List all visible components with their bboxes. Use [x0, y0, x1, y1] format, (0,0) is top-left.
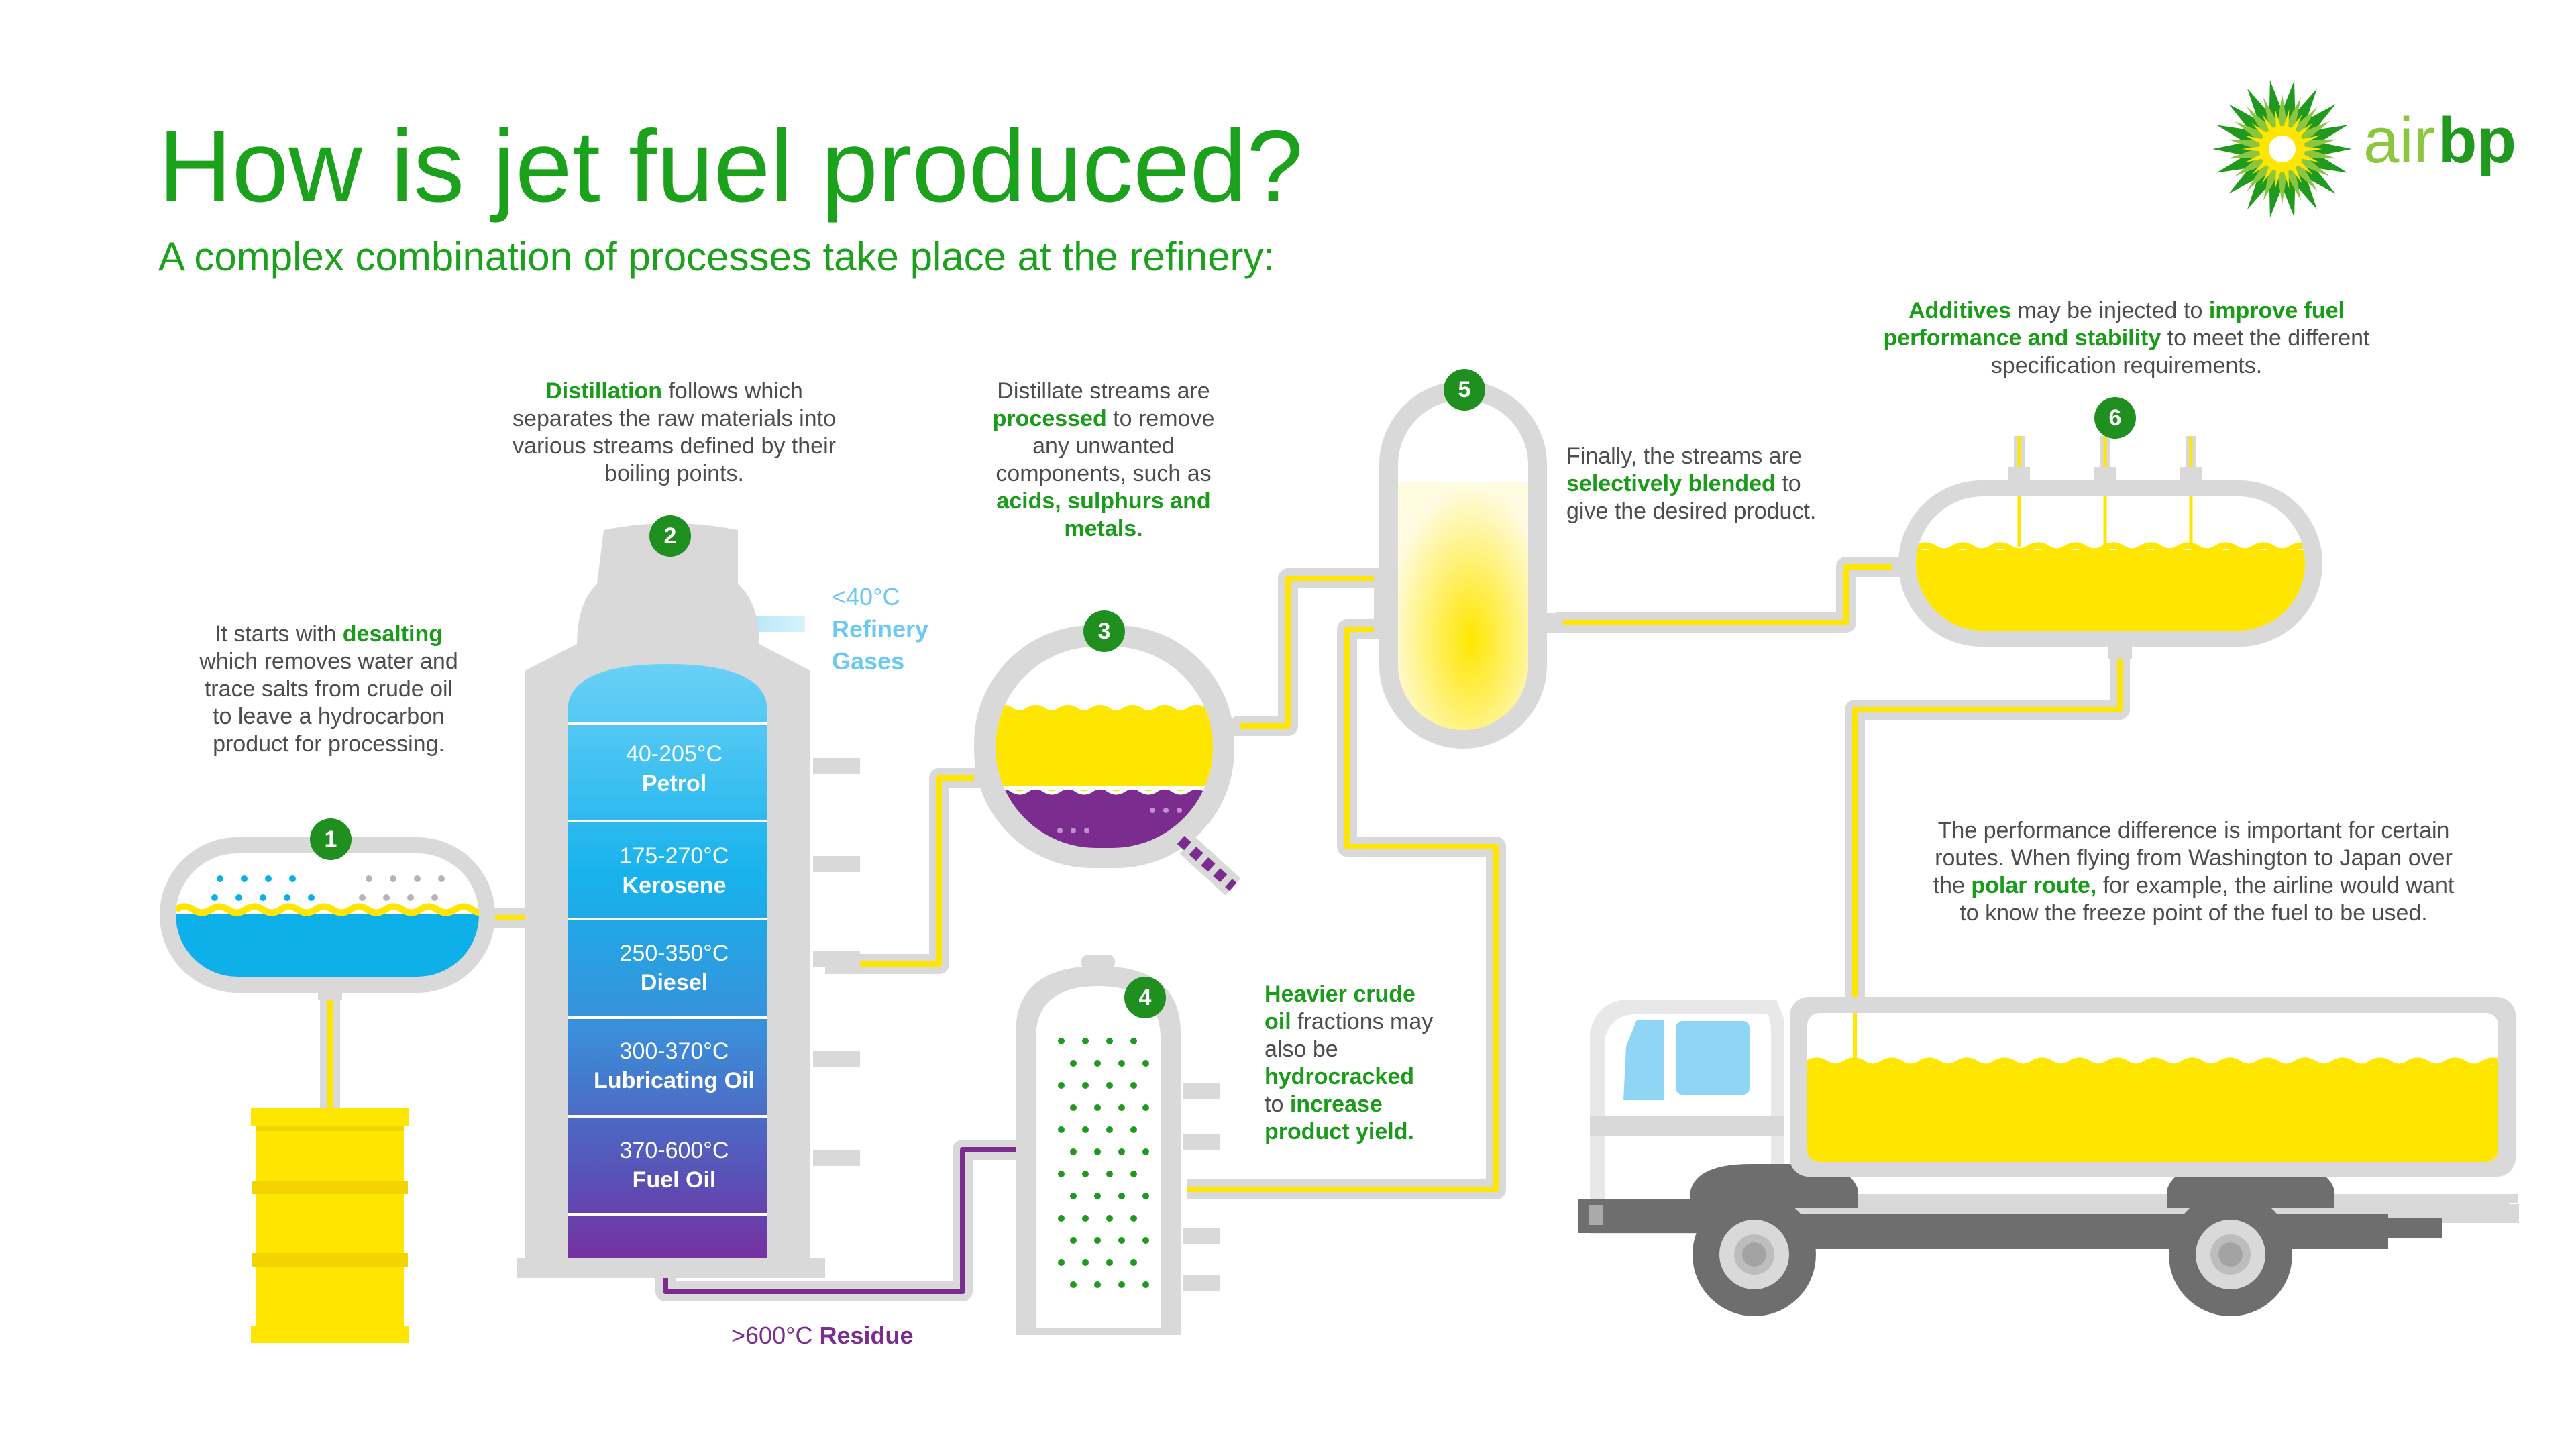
catalyst-dot [1142, 1237, 1149, 1244]
catalyst-dot [1106, 1126, 1113, 1133]
step-5-text: Finally, the streams are selectively ble… [1566, 443, 1817, 524]
catalyst-dot [1142, 1281, 1149, 1288]
crude-oil-barrel [251, 1108, 409, 1343]
catalyst-dot [1082, 1171, 1089, 1177]
blending-vessel [1374, 381, 1563, 749]
catalyst-dot [1058, 1126, 1065, 1133]
additive-vessel [1892, 436, 2322, 659]
catalyst-dot [1106, 1038, 1113, 1044]
step-1-badge: 1 [310, 818, 352, 860]
catalyst-dot [1094, 1237, 1101, 1244]
catalyst-dot [1118, 1060, 1125, 1067]
helios-sunflower-icon [2212, 80, 2352, 218]
helios-core [2269, 136, 2296, 162]
catalyst-dot [1058, 1171, 1065, 1177]
catalyst-dot [1130, 1082, 1137, 1089]
pipe-column-vessel3 [825, 768, 979, 974]
catalyst-dot [1130, 1259, 1137, 1266]
page-title: How is jet fuel produced? [158, 109, 1303, 223]
catalyst-dot [1082, 1038, 1089, 1044]
logo-bp-text: bp [2437, 105, 2516, 176]
catalyst-dot [1082, 1259, 1089, 1266]
logo-air-text: air [2363, 105, 2435, 176]
catalyst-dot [1142, 1104, 1149, 1111]
fuel-tanker-truck [1578, 997, 2519, 1316]
pipe-residue [655, 1140, 1026, 1301]
step-5-badge: 5 [1444, 369, 1485, 411]
catalyst-dot [1094, 1060, 1101, 1067]
catalyst-dot [1082, 1082, 1089, 1089]
catalyst-dot [1082, 1126, 1089, 1133]
step-6-text: Additives may be injected to improve fue… [1883, 298, 2370, 378]
pipe-vessel5-vessel6 [1556, 557, 1898, 633]
step-4-badge: 4 [1124, 977, 1166, 1018]
step-4-text: Heavier crude oil fractions may also be … [1265, 981, 1434, 1144]
catalyst-dot [1118, 1148, 1125, 1155]
catalyst-dot [1142, 1060, 1149, 1067]
catalyst-dot [1070, 1281, 1077, 1288]
pipe-vessel6-truck [1845, 647, 2130, 1067]
hydrocracker-vessel [1016, 955, 1220, 1335]
catalyst-dot [1130, 1171, 1137, 1177]
catalyst-dot [1070, 1060, 1077, 1067]
desalting-vessel [160, 837, 495, 1000]
catalyst-dot [1058, 1082, 1065, 1089]
page-subtitle: A complex combination of processes take … [158, 234, 1275, 279]
step-2-badge: 2 [649, 515, 691, 557]
catalyst-dot [1118, 1281, 1125, 1288]
catalyst-dot [1070, 1148, 1077, 1155]
catalyst-dot [1082, 1215, 1089, 1222]
pipe-vessel4-vessel5 [1187, 619, 1506, 1199]
refinery-gases-name: Refinery Gases [832, 615, 929, 675]
catalyst-dot [1058, 1215, 1065, 1222]
catalyst-dot [1094, 1193, 1101, 1199]
catalyst-dot [1130, 1215, 1137, 1222]
step-3-badge: 3 [1083, 610, 1125, 652]
catalyst-dot [1094, 1148, 1101, 1155]
refinery-gases-temp: <40°C [832, 583, 900, 610]
catalyst-dot [1058, 1259, 1065, 1266]
catalyst-dot [1070, 1193, 1077, 1199]
step-6-badge: 6 [2094, 397, 2136, 439]
catalyst-dot [1118, 1104, 1125, 1111]
residue-label: >600°C Residue [731, 1322, 914, 1349]
step-2-text: Distillation follows which separates the… [513, 378, 836, 486]
catalyst-dot [1118, 1237, 1125, 1244]
catalyst-dot [1094, 1104, 1101, 1111]
catalyst-dot [1130, 1038, 1137, 1044]
catalyst-dot [1106, 1215, 1113, 1222]
catalyst-dot [1118, 1193, 1125, 1199]
catalyst-dot [1142, 1148, 1149, 1155]
catalyst-dot [1070, 1104, 1077, 1111]
catalyst-dot [1106, 1259, 1113, 1266]
catalyst-dot [1070, 1237, 1077, 1244]
pipe-vessel3-vessel5 [1234, 568, 1382, 736]
catalyst-dot [1106, 1082, 1113, 1089]
distillation-column [517, 523, 860, 1278]
step-3-text: Distillate streams are processed to remo… [992, 378, 1215, 541]
catalyst-dot [1130, 1126, 1137, 1133]
treatment-vessel [974, 625, 1241, 896]
polar-route-note: The performance difference is important … [1933, 818, 2455, 926]
catalyst-dot [1142, 1193, 1149, 1199]
refinery-gases-label: <40°C Refinery Gases [832, 581, 966, 678]
catalyst-dot [1106, 1171, 1113, 1177]
catalyst-dot [1094, 1281, 1101, 1288]
catalyst-dot [1058, 1038, 1065, 1044]
step-1-text: It starts with desalting which removes w… [199, 621, 458, 757]
air-bp-wordmark: airbp [2363, 107, 2516, 174]
